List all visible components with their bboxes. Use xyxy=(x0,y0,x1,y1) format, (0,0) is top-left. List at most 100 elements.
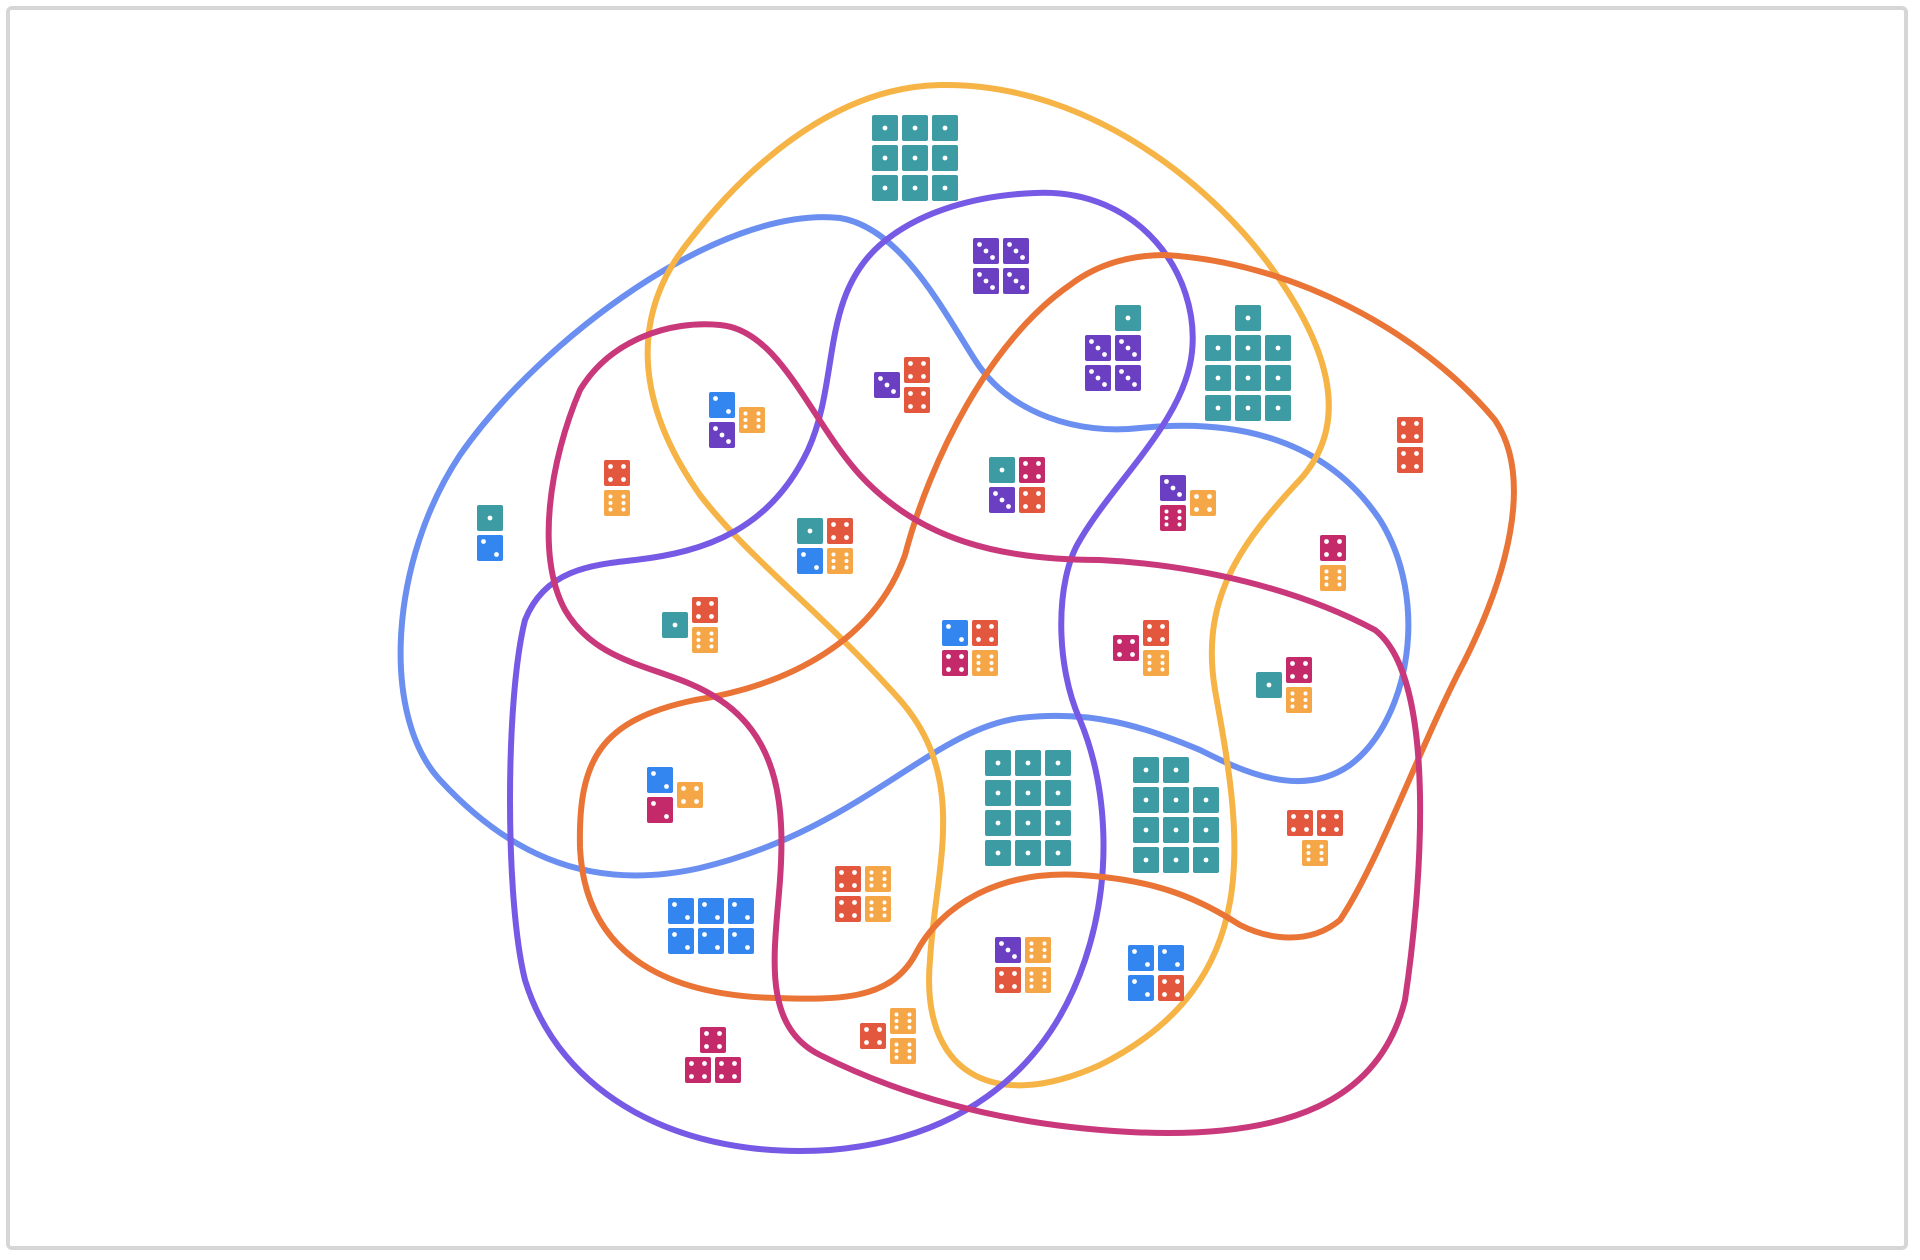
die xyxy=(989,487,1015,513)
die xyxy=(662,612,688,638)
die xyxy=(692,597,718,623)
die xyxy=(1113,635,1139,661)
die xyxy=(890,1008,916,1034)
die xyxy=(989,457,1015,483)
die xyxy=(1302,840,1328,866)
dice-group-left-crimson xyxy=(604,460,630,516)
dice-group-purple-top-cluster xyxy=(1085,305,1141,391)
die xyxy=(1193,847,1219,873)
dice-group-bottom-left xyxy=(685,1027,741,1083)
dice-group-far-left xyxy=(477,505,503,561)
die xyxy=(1015,810,1041,836)
die xyxy=(709,422,735,448)
die xyxy=(995,967,1021,993)
die xyxy=(865,896,891,922)
die xyxy=(685,1057,711,1083)
die xyxy=(1160,475,1186,501)
die xyxy=(1320,535,1346,561)
die xyxy=(477,535,503,561)
set-curve-3 xyxy=(507,189,1196,1154)
die xyxy=(1286,687,1312,713)
dice-group-center xyxy=(942,620,998,676)
die xyxy=(874,372,900,398)
die xyxy=(932,145,958,171)
die xyxy=(1163,787,1189,813)
dice-group-bottom-right xyxy=(1128,945,1184,1001)
die xyxy=(739,407,765,433)
die xyxy=(1003,268,1029,294)
dice-group-far-right xyxy=(1397,417,1423,473)
dice-group-lower-teal-a xyxy=(985,750,1071,866)
die xyxy=(715,1057,741,1083)
die xyxy=(1235,365,1261,391)
die xyxy=(700,1027,726,1053)
die xyxy=(1320,565,1346,591)
die xyxy=(668,898,694,924)
die xyxy=(1003,238,1029,264)
die xyxy=(1045,780,1071,806)
die xyxy=(1397,447,1423,473)
die xyxy=(1235,305,1261,331)
die xyxy=(1133,847,1159,873)
die xyxy=(647,767,673,793)
die xyxy=(698,898,724,924)
die xyxy=(1019,487,1045,513)
die xyxy=(835,896,861,922)
set-curve-1 xyxy=(397,214,1412,879)
dice-group-center-upper xyxy=(989,457,1045,513)
die xyxy=(647,797,673,823)
die xyxy=(1015,840,1041,866)
dice-group-bottom-center xyxy=(995,937,1051,993)
die xyxy=(865,866,891,892)
die xyxy=(1025,967,1051,993)
die xyxy=(904,357,930,383)
die xyxy=(1015,780,1041,806)
die xyxy=(1287,810,1313,836)
dice-group-bottom-mid xyxy=(860,1008,916,1064)
die xyxy=(1085,365,1111,391)
die xyxy=(1158,945,1184,971)
die xyxy=(827,518,853,544)
die xyxy=(985,840,1011,866)
die xyxy=(1205,365,1231,391)
die xyxy=(985,750,1011,776)
dice-group-lower-left xyxy=(647,767,703,823)
dice-group-lower-teal-b xyxy=(1133,757,1219,873)
die xyxy=(835,866,861,892)
die xyxy=(1205,335,1231,361)
die xyxy=(1317,810,1343,836)
die xyxy=(668,928,694,954)
die xyxy=(1045,750,1071,776)
dice-group-top-yellow xyxy=(872,115,958,201)
dice-groups xyxy=(477,115,1423,1083)
die xyxy=(972,650,998,676)
die xyxy=(1143,620,1169,646)
die xyxy=(1265,365,1291,391)
die xyxy=(1115,365,1141,391)
die xyxy=(1397,417,1423,443)
die xyxy=(932,175,958,201)
die xyxy=(860,1023,886,1049)
die xyxy=(1143,650,1169,676)
dice-group-blue-yellow-crimson xyxy=(709,392,765,448)
die xyxy=(973,238,999,264)
die xyxy=(1115,335,1141,361)
dice-group-right-mid xyxy=(1160,475,1216,531)
die xyxy=(1163,847,1189,873)
die xyxy=(698,928,724,954)
set-curves xyxy=(397,81,1517,1154)
die xyxy=(1235,335,1261,361)
die xyxy=(1045,810,1071,836)
die xyxy=(728,928,754,954)
dice-group-crimson-lower-left xyxy=(662,597,718,653)
die xyxy=(1128,945,1154,971)
die xyxy=(692,627,718,653)
die xyxy=(902,175,928,201)
set-curve-5 xyxy=(545,321,1424,1136)
dice-group-right-crimson xyxy=(1320,535,1346,591)
die xyxy=(872,115,898,141)
die xyxy=(1019,457,1045,483)
die xyxy=(1190,490,1216,516)
die xyxy=(1265,335,1291,361)
